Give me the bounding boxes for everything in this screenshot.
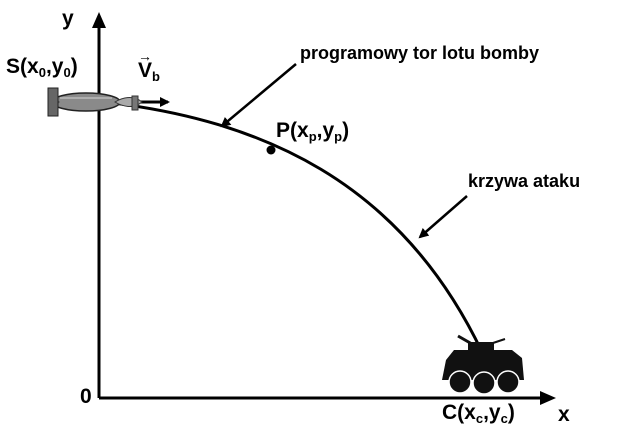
x-axis-arrowhead	[540, 391, 556, 405]
x-axis-label: x	[558, 403, 570, 426]
point-p-marker	[266, 145, 276, 155]
y-axis-arrowhead	[92, 12, 106, 28]
programmed-path-pointer	[220, 63, 297, 128]
origin-label: 0	[80, 385, 92, 408]
mid-point-label: P(xp,yp)	[276, 119, 350, 144]
attack-curve-annotation: krzywa ataku	[468, 171, 581, 191]
bomb-icon	[47, 87, 143, 117]
y-axis-label: y	[62, 7, 74, 30]
velocity-label: →Vb	[138, 48, 160, 84]
target-point-label: C(xc,yc)	[442, 401, 515, 426]
attack-curve-pointer	[418, 195, 468, 239]
vector-arrow-icon: →	[138, 48, 152, 64]
attack-trajectory-curve	[104, 100, 484, 353]
programmed-path-annotation: programowy tor lotu bomby	[300, 43, 540, 63]
armored-vehicle-icon	[442, 334, 524, 395]
start-point-label: S(x0,y0)	[6, 55, 78, 80]
